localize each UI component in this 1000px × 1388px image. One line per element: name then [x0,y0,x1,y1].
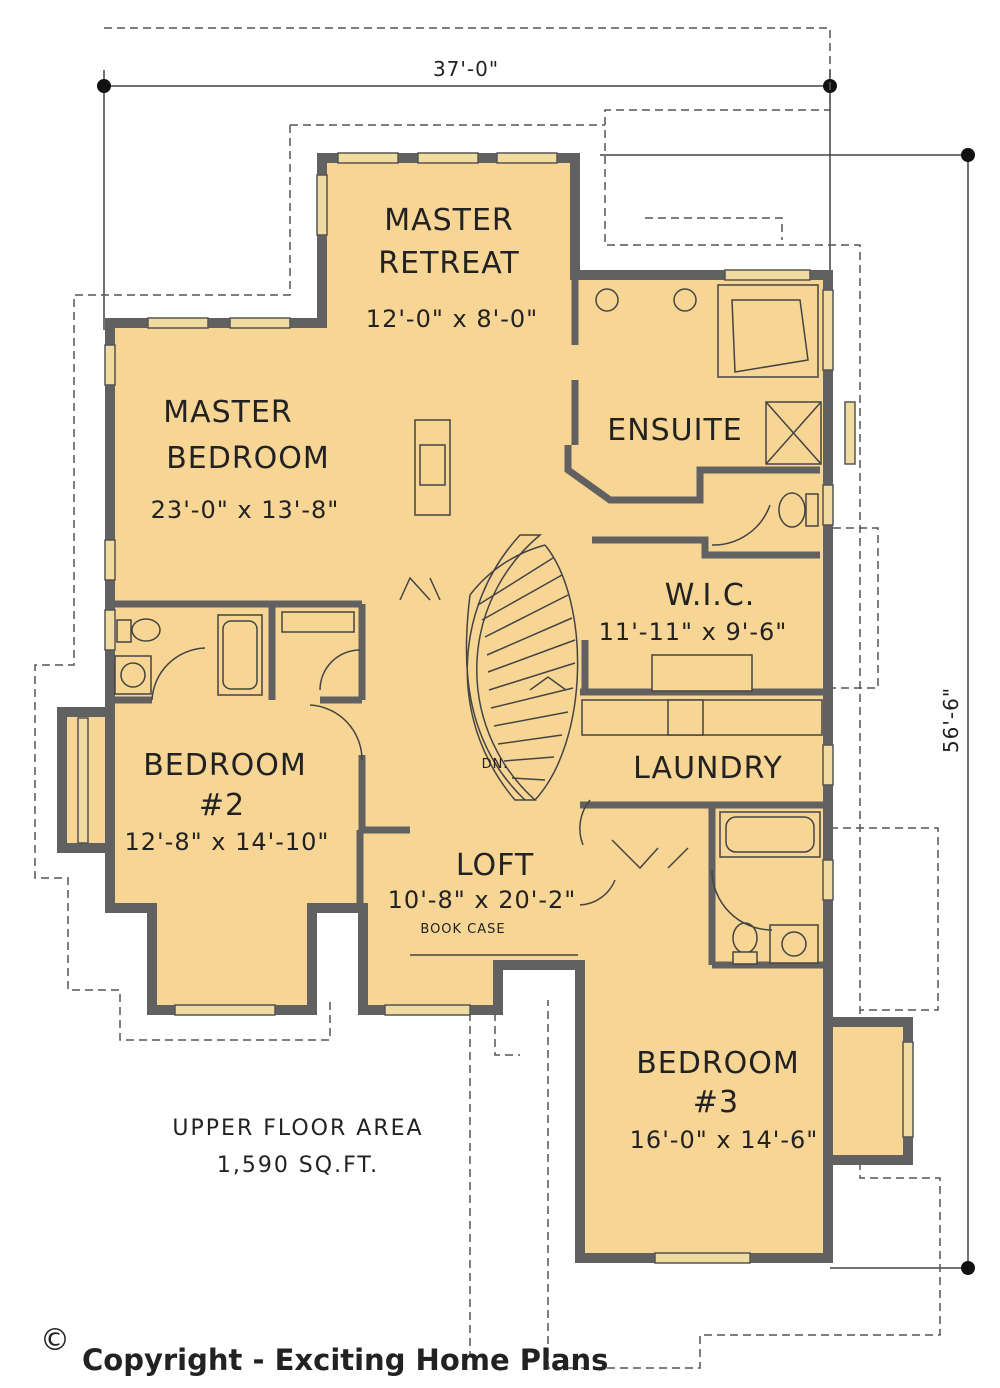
room-laundry: LAUNDRY [633,751,783,786]
room-master-bedroom: MASTER BEDROOM 23'-0" x 13'-8" [151,395,340,524]
floor-area-title: UPPER FLOOR AREA [172,1116,423,1141]
room-master-retreat: MASTER RETREAT 12'-0" x 8'-0" [366,203,538,333]
lower-floor-outline [34,27,941,1369]
loft-book-case-note: BOOK CASE [420,922,505,937]
overall-depth-dimension: 56'-6" [939,687,963,753]
bedroom3-name-line1: BEDROOM [636,1046,800,1081]
master-retreat-name-line2: RETREAT [378,246,519,281]
dimension-lines [97,70,975,1275]
master-bedroom-name-line2: BEDROOM [166,441,330,476]
copyright-symbol: © [40,1323,70,1358]
room-ensuite: ENSUITE [607,413,743,448]
master-bedroom-name-line1: MASTER [163,395,293,430]
bedroom3-name-line2: #3 [693,1085,739,1120]
copyright-notice: © Copyright - Exciting Home Plans [40,1323,608,1377]
room-bedroom-2: BEDROOM #2 12'-8" x 14'-10" [125,748,330,856]
loft-size: 10'-8" x 20'-2" [388,886,577,914]
ensuite-name: ENSUITE [607,413,743,448]
master-retreat-size: 12'-0" x 8'-0" [366,305,538,333]
bedroom2-name-line1: BEDROOM [143,748,307,783]
doors [151,504,773,956]
bedroom2-name-line2: #2 [199,788,245,823]
copyright-text: Copyright - Exciting Home Plans [82,1343,608,1377]
wic-name: W.I.C. [665,578,756,613]
bedroom3-size: 16'-0" x 14'-6" [630,1126,819,1154]
interior-walls [110,275,828,969]
overall-width-dimension: 37'-0" [433,57,499,81]
floor-area-note: UPPER FLOOR AREA 1,590 SQ.FT. [172,1116,423,1178]
laundry-name: LAUNDRY [633,751,783,786]
floor-area-value: 1,590 SQ.FT. [217,1153,379,1178]
windows [77,152,914,1264]
master-retreat-name-line1: MASTER [384,203,514,238]
wic-size: 11'-11" x 9'-6" [599,618,788,646]
room-wic: W.I.C. 11'-11" x 9'-6" [599,578,788,646]
stair-down-label: DN. [482,757,509,772]
loft-name: LOFT [456,848,534,883]
room-loft: LOFT 10'-8" x 20'-2" BOOK CASE [388,848,577,937]
room-bedroom-3: BEDROOM #3 16'-0" x 14'-6" [630,1046,819,1154]
bath-fixtures [114,284,823,965]
bedroom2-size: 12'-8" x 14'-10" [125,828,330,856]
staircase [465,534,579,801]
master-bedroom-size: 23'-0" x 13'-8" [151,496,340,524]
